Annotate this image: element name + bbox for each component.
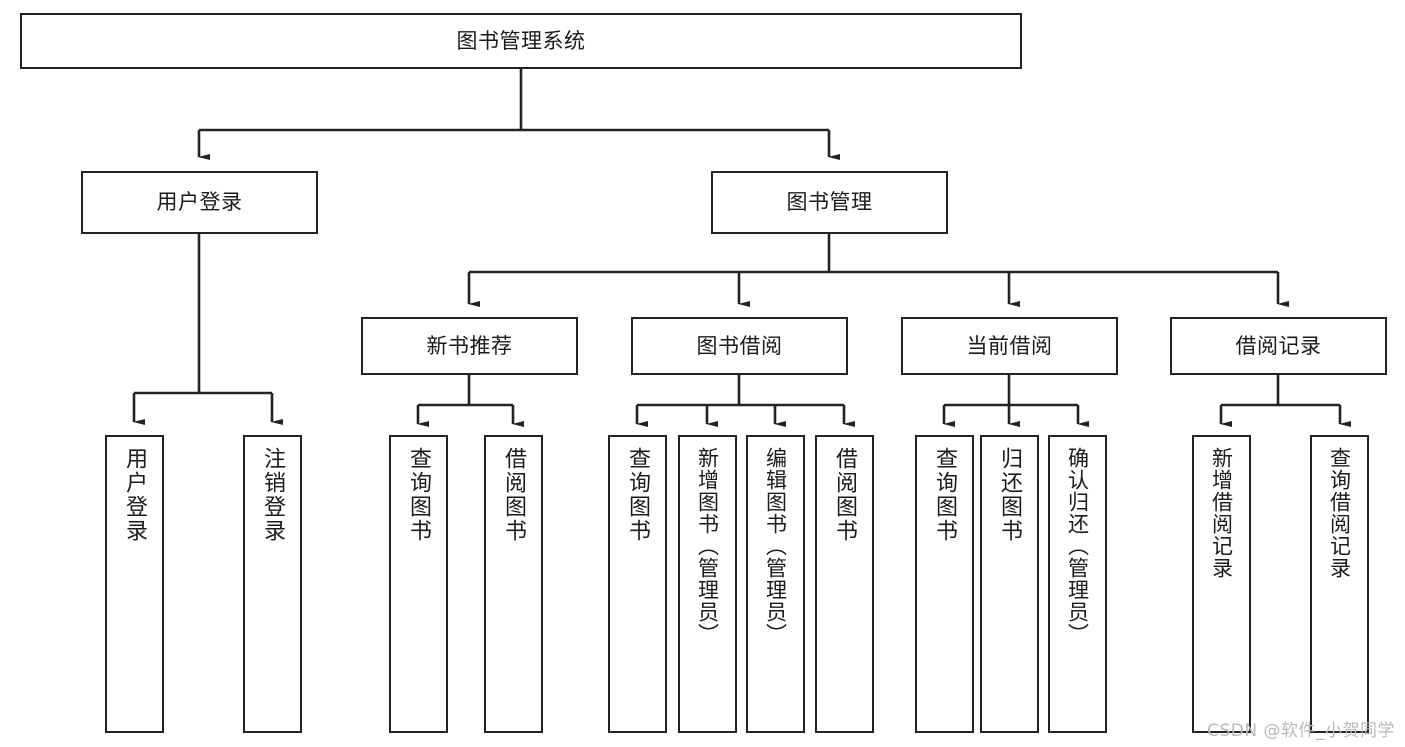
node-label: 新书推荐 <box>426 333 513 358</box>
node-label: 确认归还（管理员） <box>1065 447 1090 645</box>
node-label: 借阅图书 <box>501 447 527 543</box>
node-book-management[interactable]: 图书管理 <box>711 171 948 234</box>
leaf-new-book-borrow-book[interactable]: 借阅图书 <box>484 435 543 733</box>
node-label: 借阅图书 <box>832 447 858 543</box>
node-label: 查询借阅记录 <box>1327 447 1352 579</box>
node-borrow-record[interactable]: 借阅记录 <box>1170 317 1387 375</box>
node-label: 编辑图书（管理员） <box>763 447 788 645</box>
node-label: 借阅记录 <box>1235 333 1322 358</box>
node-label: 图书管理 <box>786 190 873 215</box>
node-book-borrow[interactable]: 图书借阅 <box>631 317 848 375</box>
leaf-current-confirm-return-admin[interactable]: 确认归还（管理员） <box>1048 435 1107 733</box>
node-label: 新增图书（管理员） <box>695 447 720 645</box>
leaf-borrow-query-book[interactable]: 查询图书 <box>608 435 667 733</box>
node-new-book-recommend[interactable]: 新书推荐 <box>361 317 578 375</box>
leaf-new-book-query-book[interactable]: 查询图书 <box>389 435 448 733</box>
leaf-record-query-borrow-record[interactable]: 查询借阅记录 <box>1310 435 1369 733</box>
node-label: 新增借阅记录 <box>1209 447 1234 579</box>
node-label: 图书管理系统 <box>456 28 586 53</box>
csdn-watermark: CSDN @软件_小贺同学 <box>1207 721 1395 741</box>
node-label: 查询图书 <box>932 447 958 543</box>
leaf-user-login-logout[interactable]: 注销登录 <box>243 435 302 733</box>
node-label: 图书借阅 <box>696 333 783 358</box>
node-label: 用户登录 <box>122 447 148 543</box>
leaf-borrow-edit-book-admin[interactable]: 编辑图书（管理员） <box>746 435 805 733</box>
leaf-current-return-book[interactable]: 归还图书 <box>980 435 1039 733</box>
node-user-login[interactable]: 用户登录 <box>81 171 318 234</box>
node-label: 归还图书 <box>997 447 1023 543</box>
node-label: 当前借阅 <box>966 333 1053 358</box>
leaf-borrow-add-book-admin[interactable]: 新增图书（管理员） <box>678 435 737 733</box>
node-current-borrow[interactable]: 当前借阅 <box>901 317 1118 375</box>
node-label: 用户登录 <box>156 190 243 215</box>
leaf-current-query-book[interactable]: 查询图书 <box>915 435 974 733</box>
node-label: 注销登录 <box>260 447 286 543</box>
node-label: 查询图书 <box>625 447 651 543</box>
leaf-user-login-login[interactable]: 用户登录 <box>105 435 164 733</box>
node-label: 查询图书 <box>406 447 432 543</box>
node-root-book-management-system[interactable]: 图书管理系统 <box>20 13 1022 69</box>
leaf-borrow-borrow-book[interactable]: 借阅图书 <box>815 435 874 733</box>
leaf-record-add-borrow-record[interactable]: 新增借阅记录 <box>1192 435 1251 733</box>
